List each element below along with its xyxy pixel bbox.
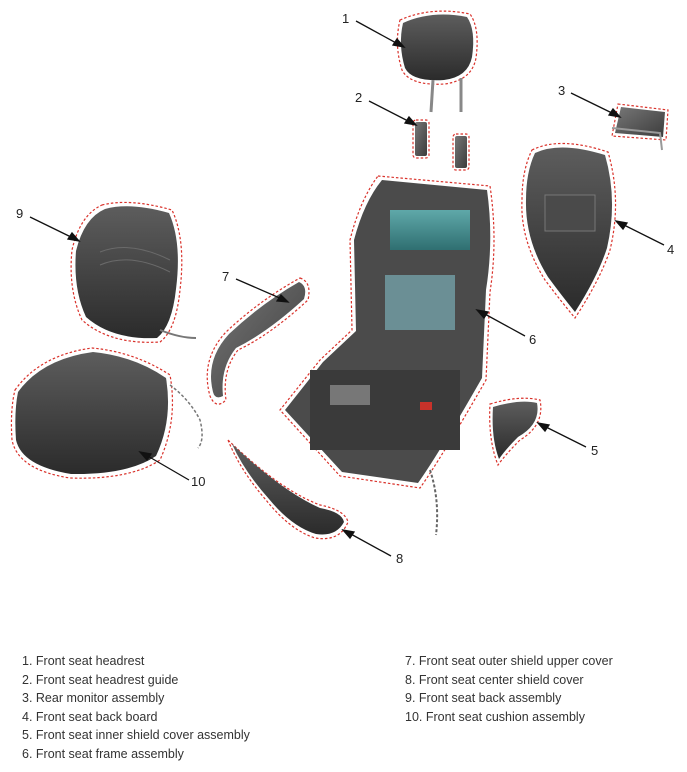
legend-item: 8. Front seat center shield cover — [405, 672, 584, 687]
legend-right-column: 7. Front seat outer shield upper cover 8… — [405, 652, 613, 726]
part-seat-frame — [279, 175, 495, 536]
callout-5: 5 — [591, 443, 598, 458]
legend-item: 3. Rear monitor assembly — [22, 691, 165, 706]
part-seat-cushion — [10, 347, 203, 479]
legend-item: 4. Front seat back board — [22, 709, 158, 724]
part-inner-shield-cover — [489, 397, 542, 467]
legend-item: 6. Front seat frame assembly — [22, 746, 184, 761]
legend-item: 9. Front seat back assembly — [405, 691, 562, 706]
callout-6: 6 — [529, 332, 536, 347]
legend-item: 7. Front seat outer shield upper cover — [405, 654, 613, 668]
callout-labels: 1 2 3 4 5 6 7 8 9 10 — [16, 11, 674, 566]
callout-2: 2 — [355, 90, 362, 105]
part-center-shield-cover — [227, 439, 349, 540]
callout-1: 1 — [342, 11, 349, 26]
legend-item: 2. Front seat headrest guide — [22, 672, 179, 687]
part-seat-back — [70, 201, 197, 343]
callout-7: 7 — [222, 269, 229, 284]
callout-4: 4 — [667, 242, 674, 257]
callout-9: 9 — [16, 206, 23, 221]
leader-lines — [29, 20, 665, 557]
part-outer-shield-upper-cover — [206, 277, 310, 405]
part-seat-back-board — [521, 142, 617, 320]
exploded-seat-diagram: 1 2 3 4 5 6 7 8 9 10 — [10, 10, 674, 566]
callout-10: 10 — [191, 474, 205, 489]
legend-item: 10. Front seat cushion assembly — [405, 709, 585, 724]
part-rear-monitor — [611, 103, 669, 151]
callout-8: 8 — [396, 551, 403, 566]
legend-left-column: 1. Front seat headrest 2. Front seat hea… — [22, 652, 250, 764]
legend-item: 1. Front seat headrest — [22, 654, 145, 668]
legend-item: 5. Front seat inner shield cover assembl… — [22, 728, 250, 743]
part-headrest-guide — [412, 119, 470, 171]
callout-3: 3 — [558, 83, 565, 98]
part-headrest — [396, 10, 478, 113]
